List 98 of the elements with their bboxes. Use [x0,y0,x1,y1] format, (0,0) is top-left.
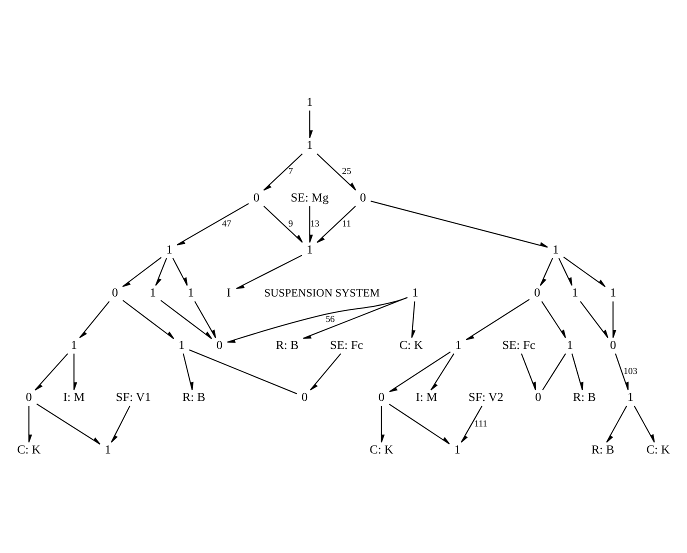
node-text: 1 [178,338,185,352]
node-text: I: M [416,390,438,404]
arrow [172,258,188,286]
edge-label: 7 [288,166,294,176]
arrow [558,258,572,286]
node-text: 0 [26,390,32,404]
arrow [606,406,628,443]
arrow [634,406,655,443]
edge-label: 111 [474,418,488,428]
node-text: SE: Mg [290,190,329,204]
edge-label: 25 [342,166,352,176]
node-text: 0 [378,390,384,404]
arrow [612,301,616,338]
arrow [460,406,482,443]
node-text: 1 [455,338,462,352]
node-text: 1 [306,242,313,257]
node-text: 0 [112,286,118,300]
arrow [302,297,408,339]
arrow [370,200,548,248]
arrow [309,206,313,243]
arrow [236,254,302,290]
arrow [388,351,451,392]
node-text: 1 [104,442,111,456]
arrow [155,258,168,286]
node-text: 1 [412,286,418,300]
node-text: 1 [552,242,559,257]
node-text: 0 [534,286,540,300]
node-text: R: B [591,442,614,456]
arrow [263,206,303,243]
arrow [73,354,78,390]
arrow [309,110,313,138]
arrow [194,301,216,338]
edge-label: 11 [342,218,352,228]
node-text: I: M [63,390,85,404]
node-text: R: B [182,390,206,404]
arrow [122,300,174,340]
arrow [122,257,162,288]
node-text: 0 [610,338,616,352]
arrow [36,404,100,445]
arrow [263,153,303,191]
node-text: SE: Fc [502,338,536,352]
node-text: 1 [454,442,460,456]
node-text: 1 [306,94,313,109]
node-text: 0 [535,390,542,404]
node-text: 1 [566,338,574,352]
edge-label: 9 [288,218,294,228]
node-text: I [226,286,231,300]
node-text: SF: V2 [468,390,504,404]
arrow [310,353,342,390]
arrow [466,299,530,340]
arrow [614,354,629,390]
arrow [28,406,32,443]
arrow [541,301,566,338]
node-text: 1 [627,390,634,404]
arrow [176,203,249,246]
node-text: SE: Fc [330,338,364,352]
arrow [182,354,194,390]
arrow [580,301,608,338]
arrow [226,297,408,343]
node-text: C: K [399,338,423,352]
node-text: SF: V1 [116,390,151,404]
node-text: C: K [370,442,394,456]
arrow [316,153,356,191]
node-text: 0 [301,390,308,404]
node-text: 1 [150,286,156,300]
arrow [380,406,385,443]
arrow [572,354,584,390]
node-text: C: K [646,442,670,456]
arrow [520,354,536,390]
arrow [316,206,356,243]
edge-label: 13 [310,218,320,228]
arrow [79,301,110,338]
node-text: 1 [610,286,616,300]
node-text: 1 [70,338,78,352]
node-text: 1 [572,286,578,300]
arrow [110,406,130,443]
node-text: 0 [216,338,223,352]
node-text: 0 [360,190,366,204]
edge-label: 103 [624,366,638,376]
arrow [160,300,212,340]
arrow [411,301,416,338]
connector [542,353,566,390]
node-text: R: B [276,338,299,352]
node-text: 1 [306,138,313,152]
connector [189,349,298,394]
arrow [388,404,450,444]
arrow [540,258,554,286]
edge-label: 56 [326,314,335,324]
label: SUSPENSION SYSTEM [264,287,380,300]
node-text: C: K [17,442,41,456]
node-text: 1 [188,286,194,300]
node-text: 1 [166,242,172,257]
node-text: R: B [572,390,596,404]
arrow [563,256,606,288]
node-text: 0 [253,190,260,204]
arrow [430,353,454,390]
arrow [34,353,68,390]
edge-label: 47 [222,218,232,228]
